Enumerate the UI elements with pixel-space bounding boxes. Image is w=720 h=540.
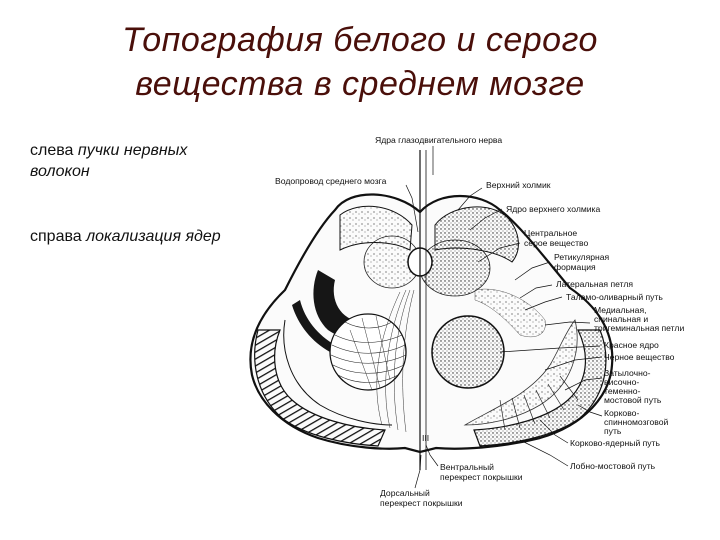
label-corticonuclear: Корково-ядерный путь [570, 438, 661, 448]
label-red-nucleus: Красное ядро [604, 340, 659, 350]
label-ventral-decussation-1: Вентральный [440, 462, 494, 472]
label-occipito-4: мостовой путь [604, 395, 662, 405]
label-central-gray-2: серое вещество [524, 238, 589, 248]
label-substantia-nigra: Черное вещество [604, 352, 675, 362]
label-numeral-iii: III [422, 433, 429, 443]
right-red-nucleus [432, 316, 504, 388]
label-central-gray-1: Центральное [524, 228, 577, 238]
left-red-nucleus-fibers [330, 314, 406, 390]
label-lateral-lemniscus: Латеральная петля [556, 279, 633, 289]
label-corticospinal-3: путь [604, 426, 622, 436]
label-reticular-1: Ретикулярная [554, 252, 610, 262]
label-dorsal-decussation-1: Дорсальный [380, 488, 430, 498]
label-oculomotor-nuclei: Ядра глазодвигательного нерва [375, 135, 502, 145]
label-ventral-decussation-2: перекрест покрышки [440, 472, 523, 482]
label-thalamo-olivary: Таламо-оливарный путь [566, 292, 663, 302]
label-dorsal-decussation-2: перекрест покрышки [380, 498, 463, 508]
label-superior-colliculus: Верхний холмик [486, 180, 551, 190]
label-medial-3: тригеминальная петли [594, 323, 684, 333]
label-reticular-2: формация [554, 262, 596, 272]
label-sup-colliculus-nucleus: Ядро верхнего холмика [506, 204, 600, 214]
label-aqueduct: Водопровод среднего мозга [275, 176, 387, 186]
label-frontopontine: Лобно-мостовой путь [570, 461, 656, 471]
